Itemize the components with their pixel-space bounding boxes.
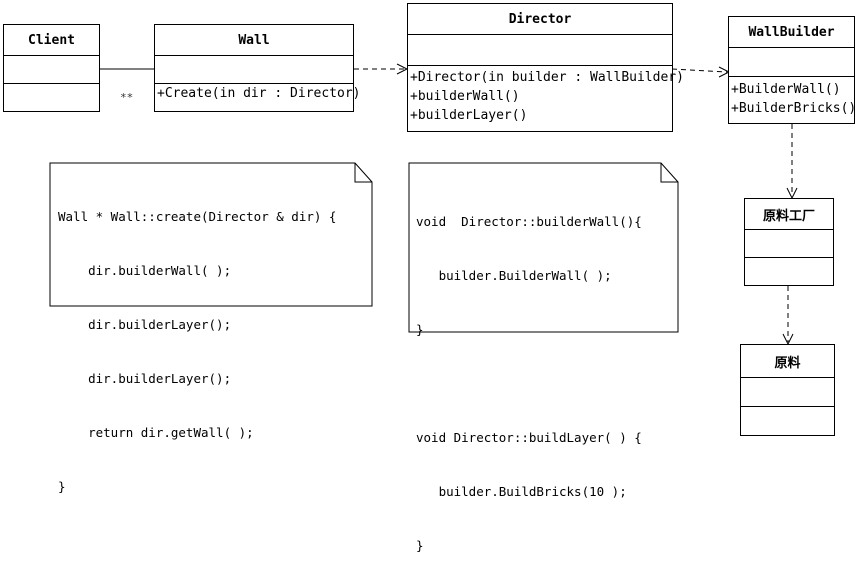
note-director-impl: void Director::builderWall(){ builder.Bu… <box>416 177 666 573</box>
note-line <box>416 375 666 393</box>
class-raw-material[interactable]: 原料 <box>740 344 835 436</box>
note-wall-create: Wall * Wall::create(Director & dir) { di… <box>58 172 358 514</box>
operations-section <box>4 84 99 111</box>
attributes-section <box>155 56 353 84</box>
class-name: Client <box>4 25 99 56</box>
association-multiplicity: ** <box>120 91 134 104</box>
note-line: } <box>416 322 424 337</box>
class-name: 原料工厂 <box>745 199 833 230</box>
operation: +BuilderBricks() <box>731 101 857 116</box>
class-name: Wall <box>155 25 353 56</box>
note-line: } <box>58 479 66 494</box>
note-line: dir.builderWall( ); <box>58 263 232 278</box>
class-raw-material-factory[interactable]: 原料工厂 <box>744 198 834 286</box>
attributes-section <box>4 56 99 84</box>
attributes-section <box>729 48 854 77</box>
class-wall[interactable]: Wall +Create(in dir : Director) <box>154 24 361 112</box>
note-line: dir.builderLayer(); <box>58 371 232 386</box>
attributes-section <box>741 378 834 407</box>
operations-section: +Create(in dir : Director) <box>155 84 361 111</box>
director-wallbuilder-dependency <box>671 68 728 73</box>
class-wallbuilder[interactable]: WallBuilder +BuilderWall() +BuilderBrick… <box>728 16 857 124</box>
note-line: return dir.getWall( ); <box>58 425 254 440</box>
note-line: void Director::buildLayer( ) { <box>416 430 642 445</box>
note-line: builder.BuildBricks(10 ); <box>416 484 627 499</box>
note-line: builder.BuilderWall( ); <box>416 268 612 283</box>
operations-section: +BuilderWall() +BuilderBricks() <box>729 77 857 123</box>
class-director[interactable]: Director +Director(in builder : WallBuil… <box>407 3 684 132</box>
operations-section <box>745 258 833 285</box>
class-name: WallBuilder <box>729 17 854 48</box>
class-client[interactable]: Client <box>3 24 100 112</box>
attributes-section <box>408 35 672 66</box>
class-name: Director <box>408 4 672 35</box>
note-line: } <box>416 538 424 553</box>
diagram-connectors <box>49 63 798 346</box>
attributes-section <box>745 230 833 258</box>
operation: +builderLayer() <box>410 108 528 123</box>
note-director-impl-shape <box>408 162 679 333</box>
note-line: Wall * Wall::create(Director & dir) { <box>58 209 337 224</box>
operation: +builderWall() <box>410 89 520 104</box>
operation: +BuilderWall() <box>731 82 841 97</box>
note-line: void Director::builderWall(){ <box>416 214 642 229</box>
class-name: 原料 <box>741 345 834 378</box>
note-wall-create-shape <box>49 162 373 307</box>
operations-section <box>741 407 834 435</box>
operations-section: +Director(in builder : WallBuilder) +bui… <box>408 66 684 131</box>
operation: +Create(in dir : Director) <box>157 86 361 101</box>
operation: +Director(in builder : WallBuilder) <box>410 70 684 85</box>
note-line: dir.builderLayer(); <box>58 317 232 332</box>
